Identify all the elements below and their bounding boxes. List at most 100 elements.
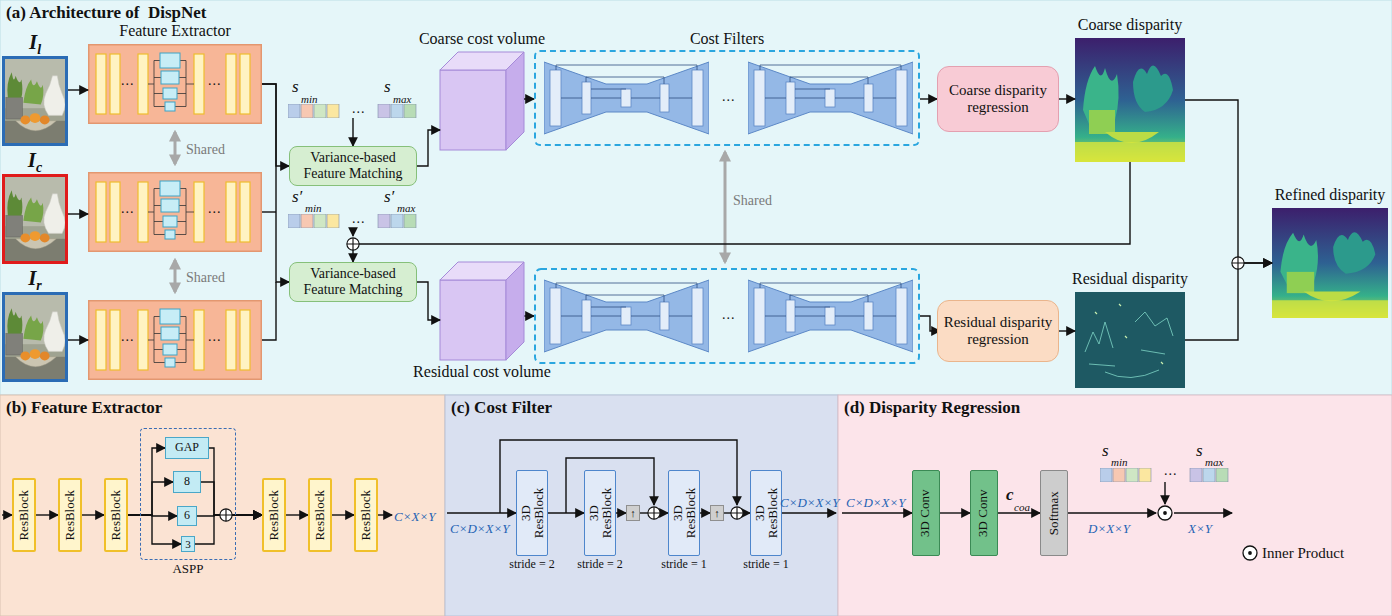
node-text: ResBlock: [313, 490, 328, 541]
label-slot: s: [292, 78, 299, 95]
resblock-box: ResBlock: [308, 478, 332, 552]
text-slot: 3D Conv: [913, 471, 939, 555]
label-slot: min: [305, 199, 322, 215]
ellipsis: ...: [352, 211, 366, 226]
node-text: Variance-based Feature Matching: [291, 150, 415, 181]
resblock-box: ResBlock: [262, 478, 286, 552]
label-slot: ...: [722, 88, 736, 104]
label-slot: C×D×X×Y: [846, 494, 906, 510]
node-text: ASPP: [172, 562, 203, 577]
connector-arrow: [548, 512, 584, 513]
node-text: I: [28, 267, 36, 291]
label-slot: coa: [1014, 498, 1030, 514]
panel: 3D Conv3D ConvSoftmax(d) Disparity Regre…: [838, 395, 1392, 616]
text-slot: ASPP: [51, 562, 325, 577]
label-slot: Shared: [733, 192, 772, 208]
disparity-map: Coarse disparity: [1075, 38, 1185, 162]
node-text: Coarse disparity regression: [939, 82, 1057, 116]
image-frame: Ir: [2, 292, 68, 382]
text-slot: 3D ResBlock: [751, 471, 781, 555]
node-text: 3D Conv: [977, 489, 992, 536]
text-slot: Variance-based Feature Matching: [290, 147, 416, 185]
label-slot: Shared: [186, 269, 225, 285]
math-symbol: c: [1006, 485, 1014, 504]
text-slot: ↑: [627, 506, 639, 520]
text-slot: Residual disparity: [985, 270, 1275, 288]
node-text: stride = 1: [661, 558, 706, 571]
node-text: 6: [184, 509, 190, 522]
text-slot: ↑: [711, 506, 723, 520]
dimension-label: D×X×Y: [1088, 521, 1130, 536]
resblock-3d-box: 3D ResBlockstride = 1: [668, 470, 700, 556]
disparity-map: Residual disparity: [1075, 292, 1185, 388]
dimension-label: C×D×X×Y: [846, 495, 906, 510]
label-slot: c: [1006, 486, 1014, 503]
text-slot: ResBlock: [60, 480, 80, 550]
dimension-label: C×D×X×Y: [450, 521, 510, 536]
subscript-text: l: [37, 42, 41, 58]
label-slot: Shared: [186, 141, 225, 157]
node-text: 3D ResBlock: [587, 483, 613, 543]
connector-arrow: [128, 515, 181, 544]
text-slot: 3: [182, 537, 194, 551]
math-symbol: s′: [292, 187, 302, 206]
node-text: stride = 2: [509, 558, 554, 571]
cost-volume: Residual cost volume: [440, 262, 524, 360]
conv3d-box: 3D Conv: [970, 470, 998, 556]
math-symbol: min: [305, 202, 322, 214]
node-text: ResBlock: [17, 490, 32, 541]
connector-arrow: [68, 89, 88, 90]
text-slot: 6: [178, 507, 196, 525]
node-text: 3D Conv: [919, 489, 934, 536]
math-symbol: s: [1196, 441, 1203, 460]
connector-arrow: [286, 514, 308, 515]
node-text: Coarse disparity: [1078, 16, 1182, 34]
node-text: ResBlock: [109, 490, 124, 541]
resblock-box: ResBlock: [12, 478, 36, 552]
text-slot: ResBlock: [14, 480, 34, 550]
node-text: (d) Disparity Regression: [844, 398, 1020, 417]
node-text: Coarse cost volume: [419, 30, 545, 48]
node-text: ResBlock: [63, 490, 78, 541]
connector-arrow: [1185, 263, 1272, 340]
text-slot: GAP: [166, 438, 208, 458]
connector-arrow: [1185, 100, 1272, 263]
node-text: GAP: [175, 441, 199, 454]
text-slot: Refined disparity: [1182, 186, 1392, 204]
math-symbol: max: [1205, 456, 1223, 468]
label-slot: ...: [352, 210, 366, 226]
upsample-box: ↑: [626, 505, 640, 521]
ellipsis: ...: [722, 89, 736, 104]
node-text: 3D ResBlock: [519, 483, 545, 543]
label-slot: ...: [1164, 462, 1178, 478]
text-slot: Coarse disparity: [985, 16, 1275, 34]
process-box: Variance-based Feature Matching: [289, 262, 417, 302]
label-slot: ...: [121, 200, 135, 216]
text-slot: ResBlock: [106, 480, 126, 550]
dimension-label: X×Y: [1188, 521, 1212, 536]
dimension-label: C×X×Y: [394, 509, 435, 524]
upsample-box: ↑: [710, 505, 724, 521]
node-text: Cost Filters: [690, 30, 764, 48]
connector-arrow: [940, 512, 970, 513]
panel: ResBlock ResBlock ResBlock GAP 8 6 3ASPP ResBlo…: [0, 395, 445, 616]
text-slot: (b) Feature Extractor: [6, 398, 162, 417]
node-text: 8: [184, 475, 190, 488]
text-slot: Coarse cost volume: [350, 30, 614, 48]
connector-arrow: [36, 514, 58, 515]
connector-arrow: [1059, 98, 1075, 99]
ellipsis: ...: [1164, 463, 1178, 478]
node-text: I: [29, 31, 37, 55]
label-slot: ...: [722, 306, 736, 322]
subscript-text: c: [36, 160, 42, 176]
node-text: 3D ResBlock: [753, 483, 779, 543]
math-symbol: min: [301, 93, 318, 105]
connector-arrow: [128, 482, 173, 515]
node-text: ResBlock: [359, 490, 374, 541]
process-box: Residual disparity regression: [937, 300, 1059, 362]
label-slot: C×D×X×Y: [780, 494, 840, 510]
node-text: 3: [185, 538, 191, 550]
node-text: 3D ResBlock: [671, 483, 697, 543]
dashed-group: GAP863ASPP: [140, 428, 236, 560]
text-slot: Feature Extractor: [0, 22, 352, 40]
